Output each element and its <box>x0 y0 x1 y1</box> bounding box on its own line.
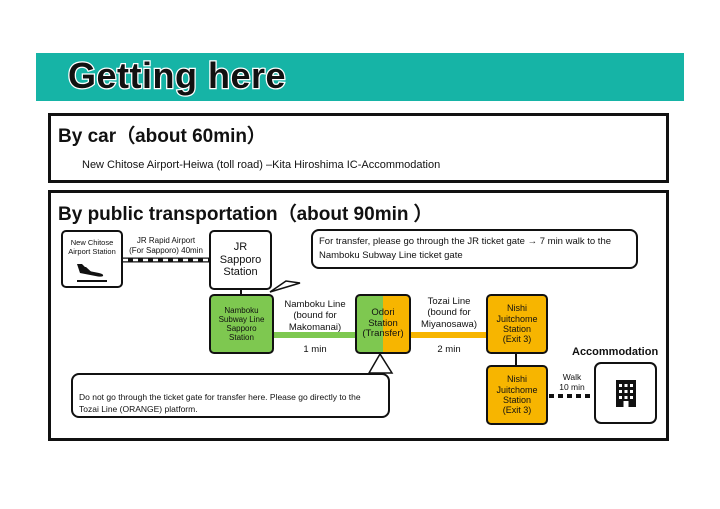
jr-sapporo-station-box: JR Sapporo Station <box>209 230 272 290</box>
nishi-bottom-line4: (Exit 3) <box>502 405 532 416</box>
namboku-station-line3: Sapporo <box>226 324 257 333</box>
odori-line3: (Transfer) <box>362 328 404 340</box>
car-route-text: New Chitose Airport-Heiwa (toll road) –K… <box>82 159 441 171</box>
odori-line1: Odori <box>371 306 395 318</box>
walk-label: Walk 10 min <box>550 372 594 392</box>
airplane-landing-icon <box>77 264 107 283</box>
walk-label-line2: 10 min <box>559 382 585 393</box>
namboku-line-label-line3: Makomanai) <box>288 321 342 333</box>
accommodation-box <box>594 362 657 424</box>
namboku-station-line1: Namboku <box>224 305 259 315</box>
airport-name-line2: Airport Station <box>68 246 116 256</box>
gate-note-pointer <box>367 352 394 374</box>
new-chitose-airport-box: New Chitose Airport Station <box>61 230 123 288</box>
by-car-heading: By car（about 60min） <box>58 126 266 147</box>
airport-name-line1: New Chitose <box>70 238 114 247</box>
nishi-top-line3: Station <box>502 324 532 334</box>
namboku-station-line2: Subway Line <box>218 314 265 324</box>
building-icon <box>615 380 636 407</box>
jr-sapporo-line2: Sapporo <box>219 253 262 266</box>
walk-label-line1: Walk <box>562 372 582 382</box>
jr-sapporo-line3: Station <box>223 266 258 279</box>
gate-note-callout: Do not go through the ticket gate for tr… <box>71 373 390 418</box>
tozai-line-label-line3: Miyanosawa) <box>421 318 477 330</box>
public-transportation-heading: By public transportation（about 90min ） <box>58 204 433 225</box>
transfer-note-callout: For transfer, please go through the JR t… <box>311 229 638 269</box>
jr-rapid-label: JR Rapid Airport (For Sapporo) 40min <box>128 236 204 255</box>
nishi-top-line2: Juitchome <box>496 313 538 324</box>
title-banner <box>36 53 684 101</box>
namboku-line-label-line1: Namboku Line <box>284 299 346 310</box>
tozai-line-label-line2: (bound for <box>427 307 471 319</box>
transfer-note-pointer <box>269 280 301 293</box>
nishi-juitchome-station-box-bottom: Nishi Juitchome Station (Exit 3) <box>486 365 548 425</box>
namboku-line-label-line2: (bound for <box>293 310 337 322</box>
nishi-top-line4: (Exit 3) <box>502 334 532 345</box>
namboku-line-label: Namboku Line (bound for Makomanai) <box>276 299 354 333</box>
namboku-sapporo-station-box: Namboku Subway Line Sapporo Station <box>209 294 274 354</box>
namboku-line-time: 1 min <box>303 344 327 355</box>
by-car-panel <box>48 113 669 183</box>
nishi-top-line1: Nishi <box>506 303 527 314</box>
page-title: Getting here <box>67 54 287 98</box>
nishi-bottom-line1: Nishi <box>506 374 527 385</box>
namboku-station-line4: Station <box>229 333 254 343</box>
nishi-juitchome-station-box-top: Nishi Juitchome Station (Exit 3) <box>486 294 548 354</box>
odori-transfer-station-box: Odori Station (Transfer) <box>355 294 411 354</box>
nishi-bottom-line3: Station <box>502 395 532 405</box>
tozai-line-label: Tozai Line (bound for Miyanosawa) <box>411 296 487 330</box>
jr-sapporo-line1: JR <box>233 241 248 254</box>
tozai-line-time: 2 min <box>437 344 461 355</box>
odori-line2: Station <box>368 317 398 329</box>
tozai-line-label-line1: Tozai Line <box>427 296 471 307</box>
nishi-bottom-line2: Juitchome <box>496 384 538 395</box>
jr-rapid-label-line2: (For Sapporo) 40min <box>129 245 203 255</box>
accommodation-label: Accommodation <box>572 346 659 358</box>
jr-rapid-label-line1: JR Rapid Airport <box>136 236 196 245</box>
